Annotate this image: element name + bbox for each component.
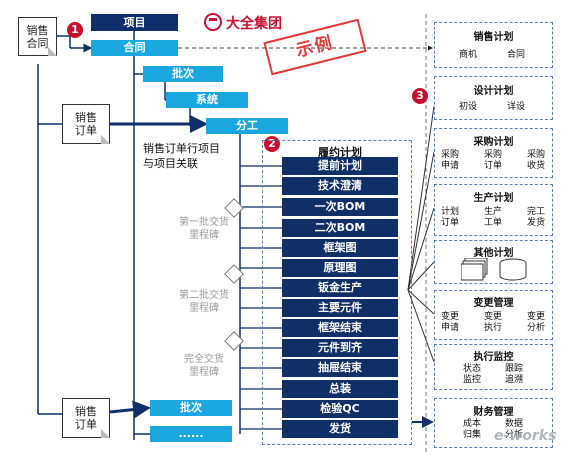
change-management-panel: 变更管理 变更 申请 变更 执行 变更 分析 xyxy=(434,290,553,340)
finance-title: 财务管理 xyxy=(473,407,514,418)
association-note: 销售订单行项目 与项目关联 xyxy=(143,142,220,170)
watermark: e-works xyxy=(494,428,557,444)
fulfillment-item: 原理图 xyxy=(282,259,398,277)
fulfillment-item: 提前计划 xyxy=(282,157,398,175)
contract-node: 合同 xyxy=(91,40,178,56)
milestone-label-2: 第二批交货 里程碑 xyxy=(179,290,229,314)
brand-mark-bar-icon xyxy=(209,18,217,21)
fulfillment-item: 主要元件 xyxy=(282,299,398,317)
design-plan-to: 详设 xyxy=(507,102,526,112)
purchase-plan-title: 采购计划 xyxy=(473,137,514,148)
production-step-2: 生产 工单 xyxy=(484,207,503,228)
production-plan-panel: 生产计划 计划 订单 生产 工单 完工 发货 xyxy=(434,184,553,236)
other-plan-title: 其他计划 xyxy=(473,248,514,259)
monitor-cell-2: 跟踪 追溯 xyxy=(505,364,524,385)
brand-logo-text: 大全集团 xyxy=(226,16,282,32)
change-step-1: 变更 申请 xyxy=(441,312,460,333)
purchase-step-3: 采购 收货 xyxy=(527,150,546,171)
fulfillment-item: 发货 xyxy=(282,420,398,438)
execution-monitor-title: 执行监控 xyxy=(473,352,514,363)
finance-cell-2: 数据 分析 xyxy=(505,419,524,440)
sales-order-label-1: 销售 订单 xyxy=(75,111,97,137)
more-node: ...... xyxy=(150,426,232,442)
fulfillment-item: 钣金生产 xyxy=(282,279,398,297)
brand-mark-icon xyxy=(204,13,222,31)
fulfillment-item: 框架图 xyxy=(282,239,398,257)
marker-3: 3 xyxy=(412,88,428,104)
production-step-1: 计划 订单 xyxy=(441,207,460,228)
division-node: 分工 xyxy=(206,118,288,134)
purchase-step-1: 采购 申请 xyxy=(441,150,460,171)
production-step-3: 完工 发货 xyxy=(527,207,546,228)
design-plan-panel: 设计计划 初设 详设 xyxy=(434,76,553,120)
sales-order-label-2: 销售 订单 xyxy=(75,405,97,431)
change-step-2: 变更 执行 xyxy=(484,312,503,333)
fulfillment-plan-group xyxy=(262,140,412,445)
finance-cell-1: 成本 归集 xyxy=(463,419,482,440)
design-plan-from: 初设 xyxy=(459,102,478,112)
fulfillment-item: 元件到齐 xyxy=(282,339,398,357)
purchase-plan-panel: 采购计划 采购 申请 采购 订单 采购 收货 xyxy=(434,128,553,178)
fulfillment-item: 技术澄清 xyxy=(282,177,398,195)
fulfillment-item: 二次BOM xyxy=(282,219,398,237)
project-node: 项目 xyxy=(91,14,178,31)
sales-contract-label: 销售 合同 xyxy=(26,24,49,50)
fulfillment-item: 检验QC xyxy=(282,400,398,418)
sales-plan-panel: 销售计划 商机 合同 xyxy=(434,22,553,68)
sales-plan-title: 销售计划 xyxy=(473,32,514,43)
change-management-title: 变更管理 xyxy=(473,298,514,309)
milestone-label-1: 第一批交货 里程碑 xyxy=(179,217,229,241)
execution-monitor-panel: 执行监控 状态 监控 跟踪 追溯 xyxy=(434,344,553,390)
batch-node-2: 批次 xyxy=(150,400,232,416)
monitor-cell-1: 状态 监控 xyxy=(463,364,482,385)
sales-order-doc-2: 销售 订单 xyxy=(62,398,110,438)
other-plan-icons xyxy=(461,258,527,281)
milestone-label-3: 完全交货 里程碑 xyxy=(184,354,224,378)
fulfillment-plan-title: 履约计划 xyxy=(318,146,362,159)
other-plan-panel: 其他计划 xyxy=(434,240,553,284)
finance-panel: 财务管理 成本 归集 数据 分析 xyxy=(434,398,553,448)
brand-logo: 大全集团 xyxy=(204,12,324,34)
sales-contract-doc: 销售 合同 xyxy=(18,17,57,56)
fulfillment-item: 一次BOM xyxy=(282,198,398,216)
system-node: 系统 xyxy=(166,92,248,108)
sales-plan-to: 合同 xyxy=(507,50,526,60)
sales-plan-from: 商机 xyxy=(459,50,478,60)
sales-order-doc-1: 销售 订单 xyxy=(62,104,110,144)
production-plan-title: 生产计划 xyxy=(473,193,514,204)
batch-node: 批次 xyxy=(143,66,223,82)
fulfillment-item: 抽屉结束 xyxy=(282,359,398,377)
change-step-3: 变更 分析 xyxy=(527,312,546,333)
design-plan-title: 设计计划 xyxy=(473,86,514,97)
fulfillment-item: 总装 xyxy=(282,380,398,398)
purchase-step-2: 采购 订单 xyxy=(484,150,503,171)
marker-1: 1 xyxy=(67,22,83,38)
fulfillment-item: 框架结束 xyxy=(282,319,398,337)
